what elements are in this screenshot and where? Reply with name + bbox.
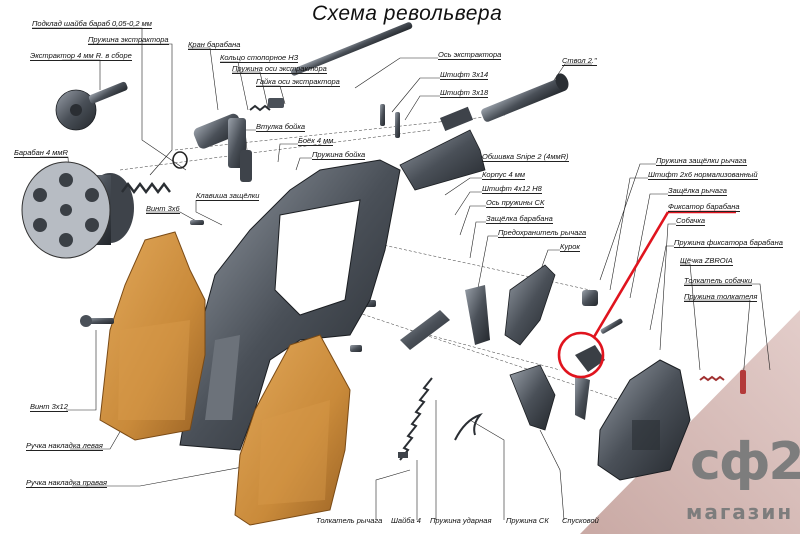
label-pin-2x6: Штифт 2х6 нормализованный (648, 170, 758, 180)
watermark-shop-text: магазин (686, 500, 794, 524)
side-plate-part (597, 359, 691, 481)
label-lever-safety: Предохранитель рычага (498, 228, 587, 238)
label-extractor-spring: Пружина экстрактора (88, 35, 169, 45)
label-pawl-pusher: Толкатель собачки (684, 276, 753, 286)
label-cylinder-latch: Защёлка барабана (486, 214, 553, 224)
watermark-logo-text: сф2 (690, 432, 800, 492)
left-grip-part (99, 231, 206, 441)
right-grip-part (234, 334, 351, 526)
label-pin-3x14: Штифт 3х14 (440, 70, 489, 80)
label-sk-spring: Пружина СК (506, 516, 549, 525)
label-side-plate: Щёчка ZBROIA (680, 256, 733, 266)
extractor-part (55, 81, 128, 131)
diagram-title: Схема револьвера (312, 2, 503, 25)
trigger-part (509, 364, 556, 431)
label-firing-pin-bushing: Втулка бойка (256, 122, 306, 132)
label-latch-button: Клавиша защёлки (196, 191, 260, 201)
label-pawl: Собачка (676, 216, 706, 226)
crane-part (193, 113, 252, 182)
label-trigger: Спусковой (562, 516, 599, 525)
cylinder-part (21, 161, 134, 259)
shim-ring (172, 151, 188, 169)
label-screw-3x6: Винт 3х6 (146, 204, 180, 214)
shroud-part (399, 106, 486, 191)
label-screw-3x12: Винт 3х12 (30, 402, 68, 412)
label-extractor-assembly: Экстрактор 4 мм R. в сборе (30, 51, 132, 61)
label-shim: Подклад шайба бараб 0,05-0,2 мм (32, 19, 152, 29)
frame-part (179, 159, 401, 451)
watermark-corner (580, 310, 800, 534)
trigger-spring-part (454, 412, 483, 441)
label-crane: Кран барабана (188, 40, 241, 50)
label-left-grip: Ручка накладка левая (26, 441, 103, 451)
label-pin-3x18: Штифт 3х18 (440, 88, 489, 98)
barrel-part (481, 73, 569, 122)
label-cylinder-stop: Фиксатор барабана (668, 202, 740, 212)
label-pin-4x12: Штифт 4х12 Н8 (482, 184, 542, 194)
label-frame: Корпус 4 мм (482, 170, 526, 180)
label-pusher-spring: Пружина толкателя (684, 292, 758, 302)
label-firing-pin-spring: Пружина бойка (312, 150, 366, 160)
label-retaining-ring: Кольцо стопорное НЗ (220, 53, 299, 63)
latch-parts (400, 285, 605, 420)
label-extractor-rod-spring: Пружина оси экстрактора (232, 64, 327, 74)
label-cylinder: Барабан 4 ммR (14, 148, 68, 158)
pawl-pusher-part (699, 370, 746, 394)
label-lever-pusher: Толкатель рычага (316, 516, 383, 525)
label-washer-4: Шайба 4 (391, 516, 421, 525)
grip-screw-part (80, 220, 204, 327)
label-extractor-rod-nut: Гайка оси экстрактора (256, 77, 340, 87)
label-barrel: Ствол 2." (562, 56, 597, 66)
label-firing-pin: Боёк 4 мм (298, 136, 334, 146)
label-shroud: Обшивка Snipe 2 (4ммR) (482, 152, 569, 162)
extractor-spring-part (121, 182, 171, 194)
extractor-rod-part (249, 22, 413, 112)
label-lever-latch-spring: Пружина защёлки рычага (656, 156, 747, 166)
pins-part (350, 104, 623, 352)
label-hammer: Курок (560, 242, 580, 252)
mainspring-part (398, 377, 433, 461)
label-right-grip: Ручка накладка правая (26, 478, 108, 488)
label-cylinder-stop-spring: Пружина фиксатора барабана (674, 238, 783, 248)
label-mainspring: Пружина ударная (430, 516, 492, 525)
cylinder-stop-highlight (557, 210, 736, 379)
label-extractor-rod: Ось экстрактора (438, 50, 502, 60)
label-sk-spring-axis: Ось пружины СК (486, 198, 545, 208)
hammer-part (504, 264, 556, 346)
label-lever-latch: Защёлка рычага (668, 186, 727, 196)
